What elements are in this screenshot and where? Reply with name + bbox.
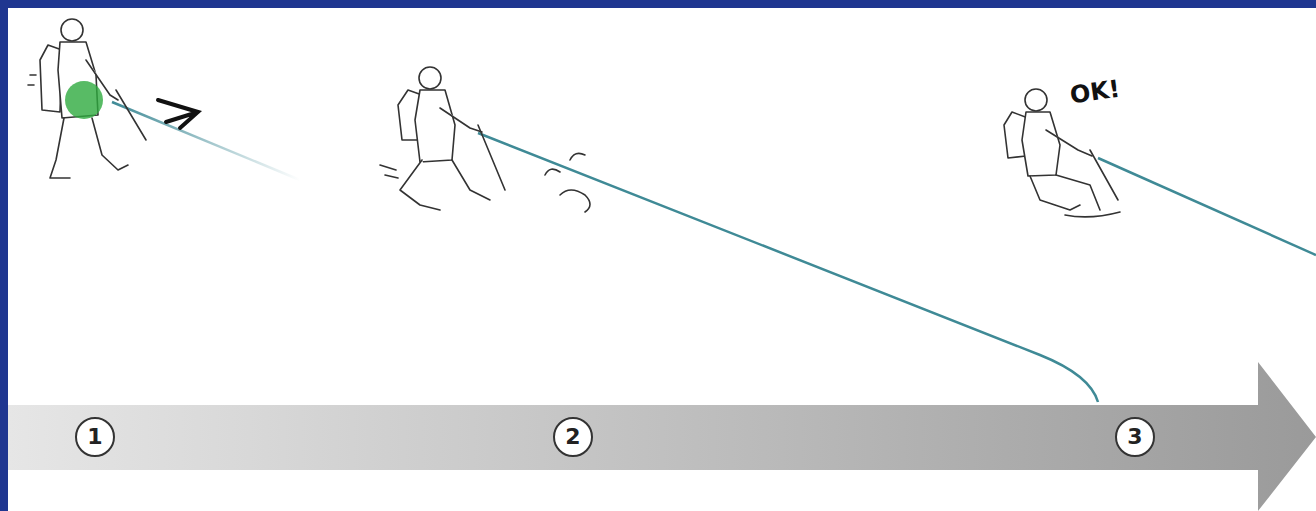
ground bbox=[8, 8, 1316, 511]
direction-arrow bbox=[158, 100, 198, 128]
climber-walking bbox=[28, 19, 146, 178]
rope bbox=[112, 102, 300, 180]
step-circle: 1 bbox=[75, 417, 115, 457]
timeline-arrow bbox=[8, 362, 1316, 511]
callout-number: 1 bbox=[87, 426, 102, 448]
harness-highlight bbox=[65, 81, 103, 119]
callout-number: 3 bbox=[1127, 426, 1142, 448]
rope bbox=[1098, 158, 1316, 255]
step-circle: 2 bbox=[553, 417, 593, 457]
rope bbox=[478, 133, 1098, 402]
step-circle: 3 bbox=[1115, 417, 1155, 457]
callout-number: 2 bbox=[565, 426, 580, 448]
climber-braking bbox=[380, 67, 590, 212]
climber-holding bbox=[1004, 89, 1120, 217]
